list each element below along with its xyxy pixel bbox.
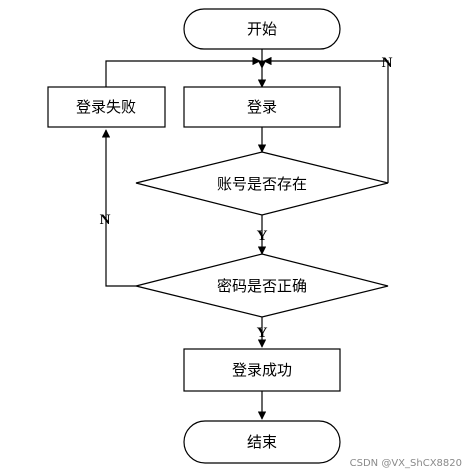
node-login-failed-label: 登录失败 [76, 98, 136, 116]
node-login-failed: 登录失败 [47, 86, 166, 128]
node-login-label: 登录 [247, 98, 277, 116]
node-end-label: 结束 [247, 433, 277, 451]
edge-failed-to-login [105, 56, 261, 87]
node-login: 登录 [183, 86, 341, 128]
node-password-check-label: 密码是否正确 [217, 277, 307, 295]
node-end: 结束 [183, 420, 341, 464]
watermark-text: CSDN @VX_ShCX8820 [350, 458, 462, 469]
node-login-success-label: 登录成功 [232, 361, 292, 379]
label-password-yes: Y [257, 325, 268, 341]
flow-edges [101, 49, 389, 420]
node-start: 开始 [183, 8, 341, 50]
node-account-check: 账号是否存在 [135, 151, 389, 216]
edge-password-no [101, 129, 136, 287]
node-start-label: 开始 [247, 20, 277, 38]
label-account-yes: Y [257, 228, 268, 244]
label-password-no: N [100, 212, 111, 228]
node-login-success: 登录成功 [183, 348, 341, 392]
node-password-check: 密码是否正确 [135, 253, 389, 318]
edge-account-no-loop [263, 56, 389, 183]
node-account-check-label: 账号是否存在 [217, 175, 307, 193]
label-account-no: N [382, 55, 393, 71]
